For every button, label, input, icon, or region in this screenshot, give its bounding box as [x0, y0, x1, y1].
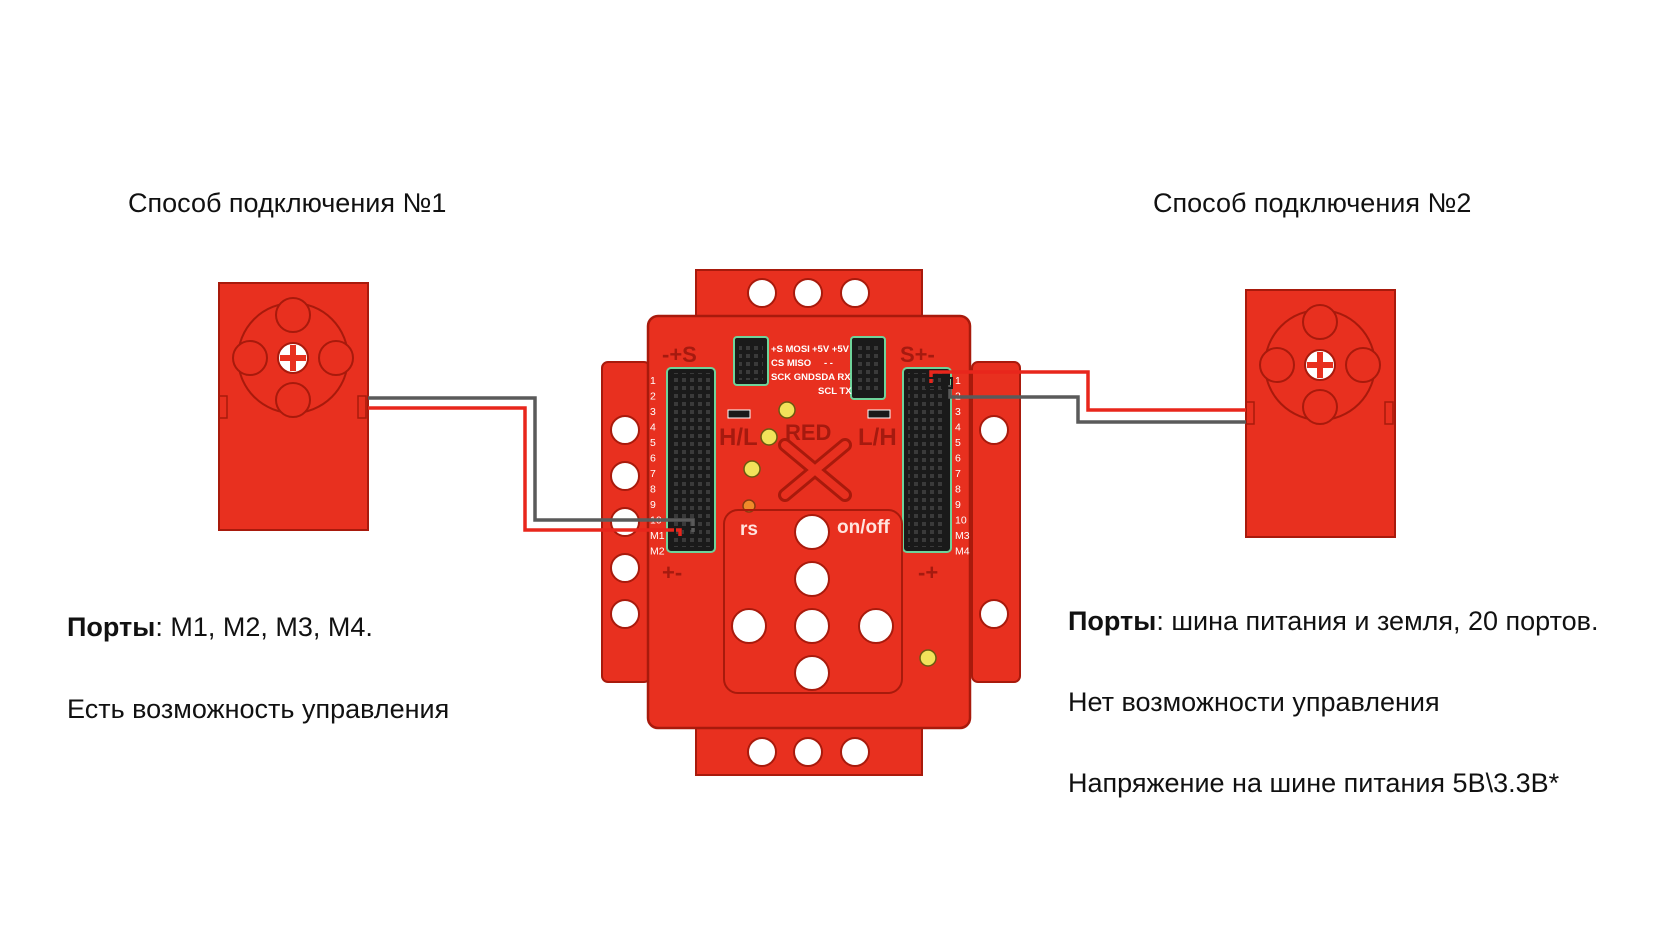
left-pin-label-6: 6 — [650, 453, 656, 465]
up-button[interactable] — [794, 561, 830, 597]
right-pin-label-m4: M4 — [955, 546, 970, 558]
left-header-top-label: -+S — [662, 342, 697, 367]
right-pin-label-6: 6 — [955, 453, 961, 465]
left-method-title: Способ подключения №1 — [128, 188, 447, 218]
right-pin-header — [902, 367, 952, 553]
left-voltage-switch[interactable] — [727, 409, 751, 419]
right-power-wire — [929, 370, 1246, 412]
rs-label: rs — [740, 519, 758, 540]
left-button[interactable] — [731, 608, 767, 644]
status-leds — [743, 401, 937, 667]
right-pin-label-8: 8 — [955, 484, 961, 496]
left-pin-label-8: 8 — [650, 484, 656, 496]
button-panel — [723, 509, 903, 694]
i2c-label-row-3: SDA RX — [815, 372, 851, 383]
left-header-bottom-label: +- — [662, 560, 682, 585]
left-servo-motor — [218, 282, 369, 531]
left-pin-label-2: 2 — [650, 391, 656, 403]
right-header-bottom-label: -+ — [918, 560, 938, 585]
right-control-text: Нет возможности управления — [1068, 687, 1440, 717]
left-ports-line: Порты: M1, M2, M3, M4. — [67, 612, 373, 643]
right-ports-value: : шина питания и земля, 20 портов. — [1156, 606, 1599, 636]
right-pin-label-10: 10 — [955, 515, 967, 527]
i2c-header — [850, 336, 886, 400]
left-pin-label-4: 4 — [650, 422, 656, 434]
right-pin-label-5: 5 — [955, 437, 961, 449]
beam-holes — [610, 278, 1009, 767]
right-method-title: Способ подключения №2 — [1153, 188, 1472, 218]
left-pin-label-5: 5 — [650, 437, 656, 449]
right-pin-label-m3: M3 — [955, 530, 970, 542]
logo-text: RED — [785, 420, 831, 445]
right-gnd-pin-marker — [941, 377, 953, 389]
down-button[interactable] — [794, 655, 830, 691]
left-ports-label: Порты — [67, 612, 156, 642]
right-vcc-pin-marker — [925, 377, 937, 389]
left-pin-label-1: 1 — [650, 375, 656, 387]
spi-label-row-1: +S MOSI — [771, 344, 810, 355]
right-signal-wire — [948, 385, 1246, 424]
controller-board: -+S S+- +- -+ +S MOSI CS MISO SCK GND +5… — [601, 269, 1021, 776]
left-switch-label: H/L — [719, 424, 758, 451]
left-pin-label-m2: M2 — [650, 546, 665, 558]
left-servo-wires — [368, 396, 699, 538]
left-signal-wire — [368, 396, 695, 532]
i2c-label-row-4: SCL TX — [818, 386, 852, 397]
left-pin-header — [666, 367, 716, 553]
left-pin-label-9: 9 — [650, 499, 656, 511]
left-m1-pin-marker-2 — [687, 526, 699, 538]
right-voltage-text: Напряжение на шине питания 5В\3.3В* — [1068, 768, 1560, 798]
right-pin-label-7: 7 — [955, 468, 961, 480]
power-button[interactable] — [794, 514, 830, 550]
left-pin-label-7: 7 — [650, 468, 656, 480]
right-pin-label-9: 9 — [955, 499, 961, 511]
right-switch-label: L/H — [858, 424, 897, 451]
right-ports-label: Порты — [1068, 606, 1157, 636]
left-pin-label-m1: M1 — [650, 530, 665, 542]
right-pin-label-4: 4 — [955, 422, 961, 434]
right-button[interactable] — [858, 608, 894, 644]
right-header-top-label: S+- — [900, 342, 935, 367]
right-ports-line: Порты: шина питания и земля, 20 портов. — [1068, 606, 1599, 637]
onoff-label: on/off — [837, 517, 890, 538]
left-control-text: Есть возможность управления — [67, 694, 450, 724]
left-m1-pin-marker — [674, 526, 686, 538]
center-button[interactable] — [794, 608, 830, 644]
left-ports-value: : M1, M2, M3, M4. — [155, 612, 373, 642]
i2c-label-row-2: - - — [824, 358, 833, 369]
right-servo-wires — [925, 370, 1246, 424]
spi-label-row-2: CS MISO — [771, 358, 811, 369]
spi-header — [733, 336, 769, 386]
red-logo: RED — [778, 420, 852, 502]
left-pin-label-3: 3 — [650, 406, 656, 418]
spi-label-row-3: SCK GND — [771, 372, 815, 383]
right-pin-label-1: 1 — [955, 375, 961, 387]
right-voltage-switch[interactable] — [867, 409, 891, 419]
left-power-wire — [368, 406, 682, 536]
right-servo-motor — [1245, 289, 1396, 538]
i2c-label-row-1: +5V +5V — [812, 344, 850, 355]
right-pin-label-3: 3 — [955, 406, 961, 418]
